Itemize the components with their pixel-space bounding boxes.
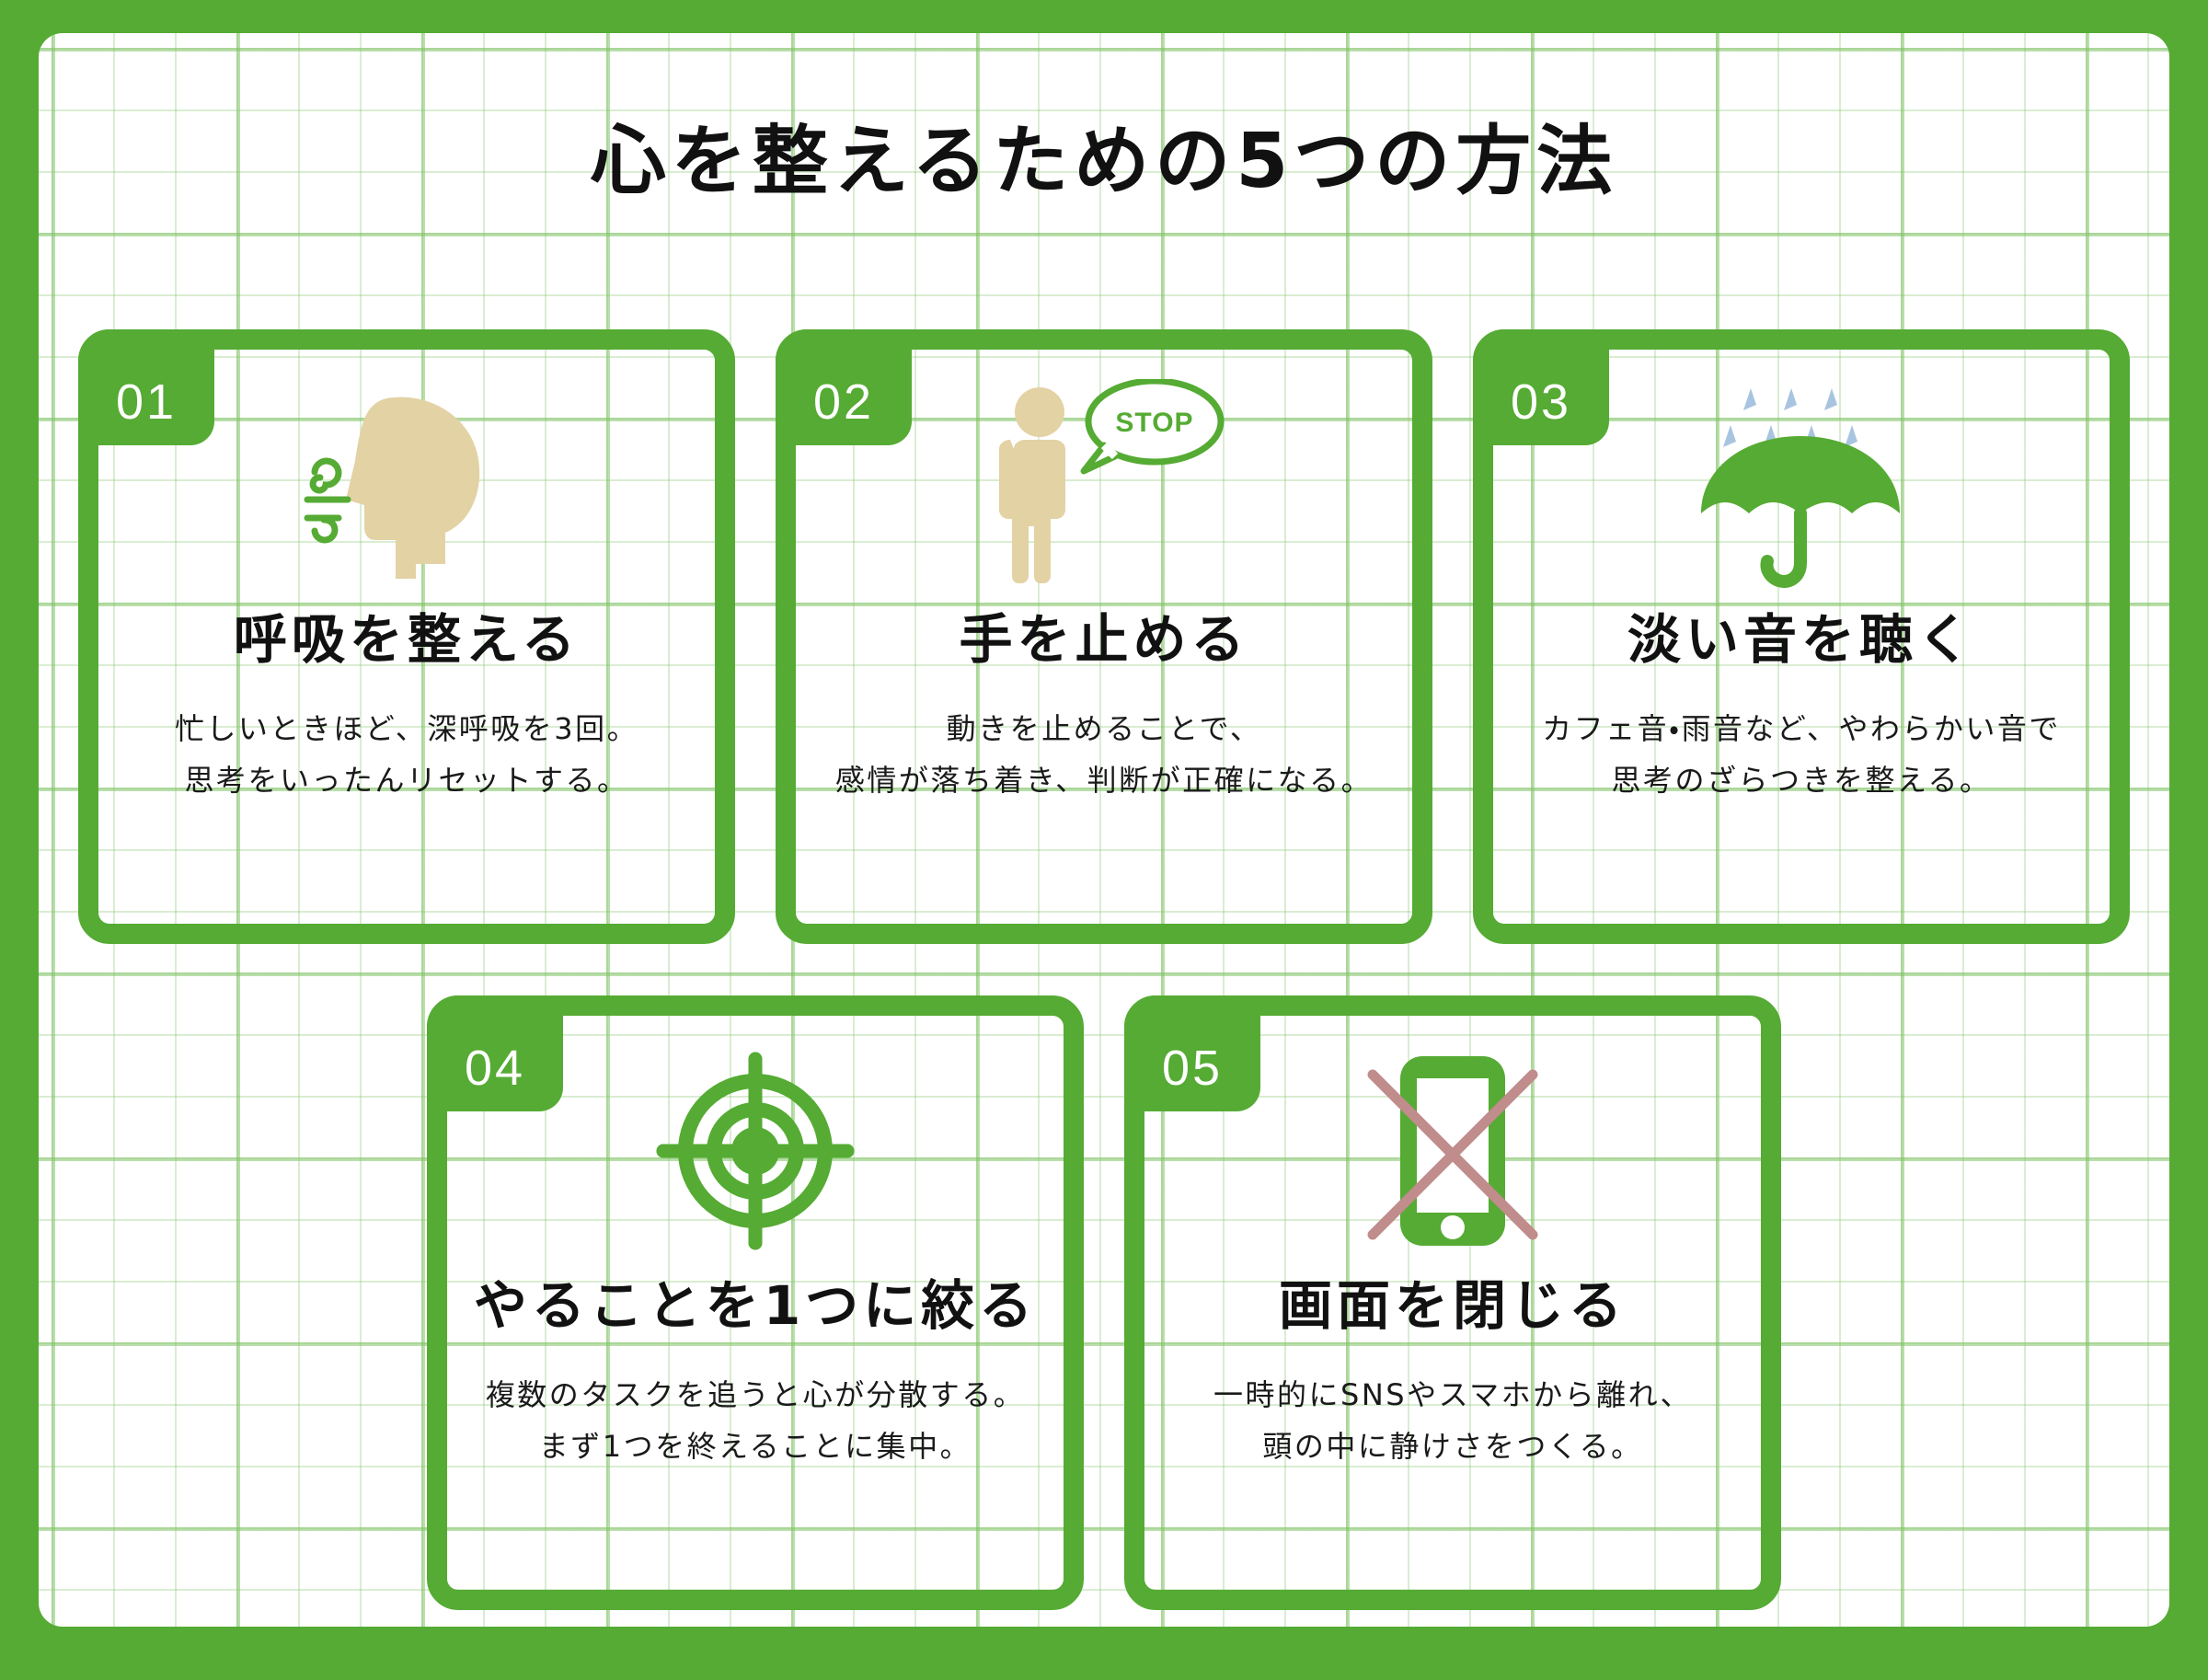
card-description: 忙しいときほど、深呼吸を3回。 思考をいったんリセットする。 <box>174 710 639 798</box>
card-body: 画面を閉じる 一時的にSNSやスマホから離れ、 頭の中に静けさをつくる。 <box>1144 1016 1761 1590</box>
card-description: 複数のタスクを追うと心が分散する。 まず1つを終えることに集中。 <box>485 1376 1026 1464</box>
card-number-badge: 03 <box>1473 329 1609 445</box>
stop-label: STOP <box>1115 408 1193 438</box>
card-number-badge: 04 <box>427 995 563 1111</box>
umbrella-rain-icon <box>1493 350 2110 607</box>
card-title: 手を止める <box>959 608 1249 671</box>
card-title: 淡い音を聴く <box>1627 608 1975 671</box>
target-crosshair-icon <box>447 1016 1064 1273</box>
card-body: やることを1つに絞る 複数のタスクを追うと心が分散する。 まず1つを終えることに… <box>447 1016 1064 1590</box>
person-stop-icon: STOP <box>796 350 1412 607</box>
card-05[interactable]: 05 <box>1124 995 1781 1610</box>
card-body: 呼吸を整える 忙しいときほど、深呼吸を3回。 思考をいったんリセットする。 <box>98 350 715 924</box>
card-title: 呼吸を整える <box>233 608 581 671</box>
page-title: 心を整えるための5つの方法 <box>590 118 1618 205</box>
card-number-badge: 01 <box>78 329 214 445</box>
head-breathing-icon <box>98 350 715 607</box>
poster-sheet: 心を整えるための5つの方法 01 <box>39 33 2169 1627</box>
card-description: 一時的にSNSやスマホから離れ、 頭の中に静けさをつくる。 <box>1213 1376 1692 1464</box>
card-01[interactable]: 01 <box>78 329 735 944</box>
card-body: STOP 手を止める 動きを止めることで、 感情が落ち着き、判断が正確になる。 <box>796 350 1412 924</box>
card-row-bottom: 04 <box>39 995 2169 1610</box>
card-row-top: 01 <box>39 329 2169 944</box>
phone-disabled-icon <box>1144 1016 1761 1273</box>
card-title: やることを1つに絞る <box>473 1274 1038 1337</box>
card-02[interactable]: 02 <box>776 329 1432 944</box>
card-04[interactable]: 04 <box>427 995 1084 1610</box>
card-number-badge: 02 <box>776 329 912 445</box>
card-title: 画面を閉じる <box>1278 1274 1627 1337</box>
cross-overlay <box>1367 1069 1538 1240</box>
stop-bubble: STOP <box>1080 379 1225 475</box>
poster-content: 心を整えるための5つの方法 01 <box>39 33 2169 1627</box>
card-number-badge: 05 <box>1124 995 1260 1111</box>
card-body: 淡い音を聴く カフェ音・雨音など、やわらかい音で 思考のざらつきを整える。 <box>1493 350 2110 924</box>
umbrella-shape <box>1701 436 1900 588</box>
card-03[interactable]: 03 <box>1473 329 2130 944</box>
card-description: カフェ音・雨音など、やわらかい音で 思考のざらつきを整える。 <box>1542 710 2061 798</box>
card-description: 動きを止めることで、 感情が落ち着き、判断が正確になる。 <box>834 710 1374 798</box>
